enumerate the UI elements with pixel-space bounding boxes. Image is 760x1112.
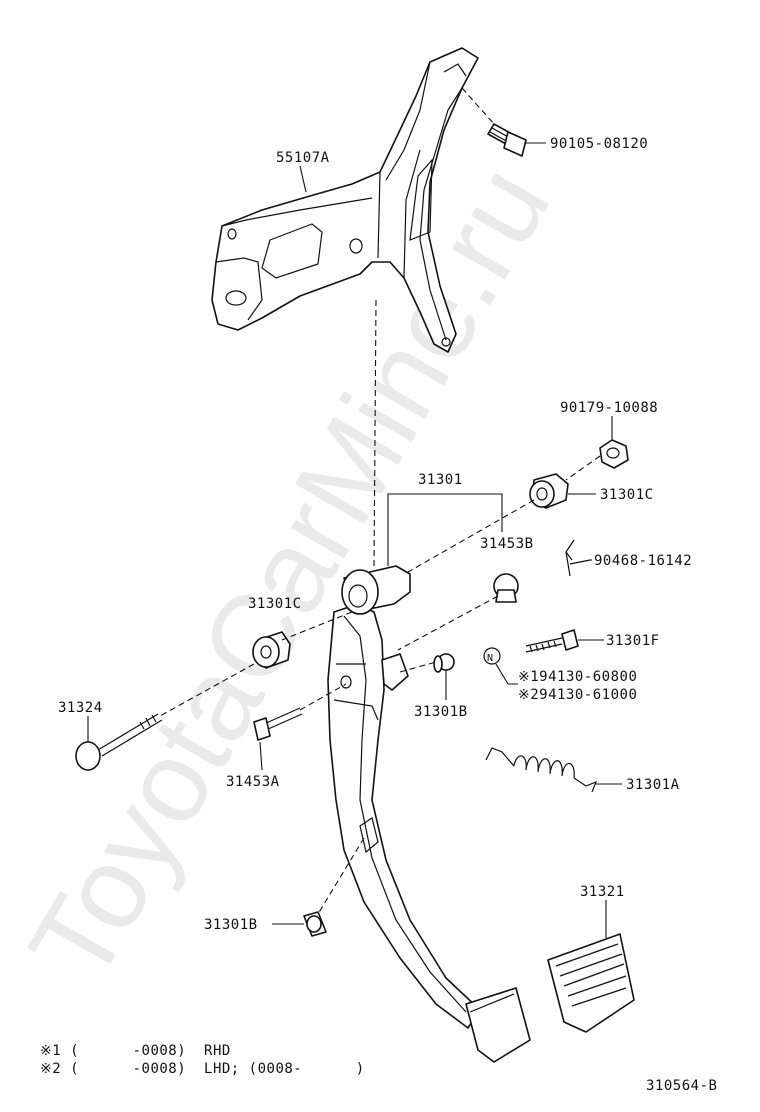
label-90179-10088: 90179-10088 [560,400,658,416]
bolt-90105-08120[interactable] [487,123,527,157]
cushion-31301B-low[interactable] [303,911,327,937]
new-part-marker [483,647,501,665]
pin-31453A[interactable] [253,707,303,741]
label-90105-08120: 90105-08120 [550,136,648,152]
label-31321: 31321 [580,884,625,900]
label-55107A: 55107A [276,150,330,166]
footnote-2: ※2 ( -0008) LHD; (0008- ) [40,1061,365,1077]
label-31301C-right: 31301C [600,487,654,503]
bolt-31301F[interactable] [525,629,579,653]
pedal-pad-base[interactable] [465,987,531,1063]
footnote-1: ※1 ( -0008) RHD [40,1043,231,1059]
label-31301B-low: 31301B [204,917,258,933]
label-31301C-left: 31301C [248,596,302,612]
label-31453A: 31453A [226,774,280,790]
nut-90179-10088[interactable] [599,439,629,469]
pedal-bracket[interactable] [211,47,479,353]
return-spring-31301A[interactable] [485,747,598,793]
bush-31453B[interactable] [493,573,519,603]
label-31324: 31324 [58,700,103,716]
label-31301: 31301 [418,472,463,488]
label-31453B: 31453B [480,536,534,552]
bushing-31301C-right[interactable] [529,473,569,509]
label-94130-61000: ※294130-61000 [518,687,637,703]
clip-90468-16142[interactable] [565,539,591,577]
pedal-pad-31321[interactable] [547,933,635,1033]
label-31301B-mid: 31301B [414,704,468,720]
cushion-31301B-mid[interactable] [433,653,455,673]
label-94130-60800: ※194130-60800 [518,669,637,685]
diagram-id: 310564-B [646,1078,717,1094]
label-new-mark: N [487,653,493,664]
label-31301A: 31301A [626,777,680,793]
label-90468-16142: 90468-16142 [594,553,692,569]
bolt-31324[interactable] [75,713,163,771]
brake-pedal-arm[interactable] [327,565,481,1029]
label-31301F: 31301F [606,633,660,649]
bushing-31301C-left[interactable] [252,631,291,669]
